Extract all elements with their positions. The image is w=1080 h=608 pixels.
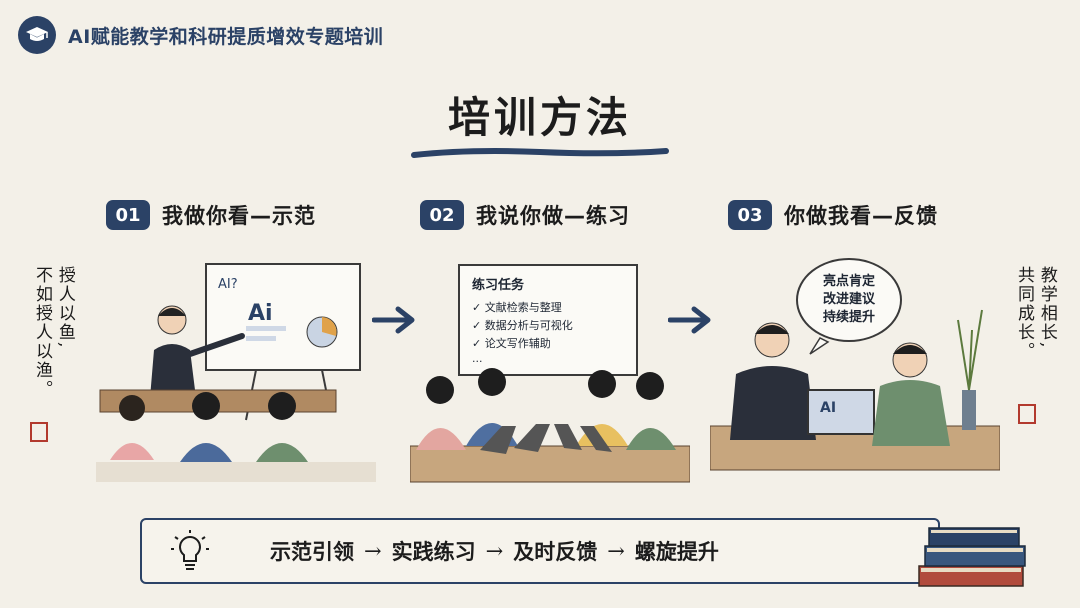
- teacher-student-scene: AI: [710, 309, 1000, 471]
- process-flow-box: 示范引领 → 实践练习 → 及时反馈 → 螺旋提升: [140, 518, 940, 584]
- demonstration-illustration: AI? Ai: [96, 263, 376, 482]
- graduation-cap-icon: [18, 16, 56, 54]
- right-quote: 教学相长, 共同成长。: [1012, 266, 1058, 361]
- step-3: 03 你做我看—反馈: [728, 200, 938, 230]
- lightbulb-icon: [171, 530, 209, 570]
- task-item: ✓ 论文写作辅助: [472, 337, 551, 350]
- books-illustration: [918, 527, 1026, 587]
- flow-arrow: →: [485, 539, 504, 563]
- bubble-line: 改进建议: [822, 292, 875, 307]
- step-number: 02: [420, 200, 464, 230]
- step-label: 你做我看—反馈: [784, 204, 938, 228]
- seal-stamp: [30, 422, 48, 442]
- step-number: 01: [106, 200, 150, 230]
- seal-stamp: [1018, 404, 1036, 424]
- process-flow: 示范引领 → 实践练习 → 及时反馈 → 螺旋提升: [270, 536, 719, 566]
- right-quote-line-1: 教学相长,: [1036, 266, 1057, 350]
- speech-bubble: 亮点肯定 改进建议 持续提升: [796, 258, 902, 342]
- flow-arrow: →: [607, 539, 625, 563]
- flow-step: 示范引领: [270, 539, 354, 564]
- right-arrow-icon: [668, 306, 711, 334]
- step-label: 我做你看—示范: [162, 204, 316, 228]
- students-with-laptops: [410, 368, 690, 483]
- bubble-line: 亮点肯定: [822, 274, 875, 289]
- step-2: 02 我说你做—练习: [420, 200, 630, 230]
- left-quote-line-1: 授人以鱼,: [54, 266, 75, 350]
- laptop-ai-text: AI: [820, 400, 836, 416]
- right-arrow-icon: [372, 306, 415, 334]
- task-item: ✓ 数据分析与可视化: [472, 319, 573, 332]
- task-board-title: 练习任务: [472, 278, 525, 293]
- left-quote-line-2: 不如授人以渔。: [31, 266, 52, 399]
- task-item: ✓ 文献检索与整理: [472, 301, 562, 314]
- flow-step: 螺旋提升: [634, 539, 719, 564]
- step-number: 03: [728, 200, 772, 230]
- flow-step: 及时反馈: [513, 539, 598, 564]
- task-board: 练习任务 ✓ 文献检索与整理 ✓ 数据分析与可视化 ✓ 论文写作辅助 ...: [458, 264, 638, 376]
- bubble-line: 持续提升: [822, 310, 875, 325]
- flow-arrow: →: [364, 539, 382, 563]
- flow-step: 实践练习: [391, 539, 476, 564]
- header-title: AI赋能教学和科研提质增效专题培训: [68, 25, 384, 48]
- page-title: 培训方法: [447, 93, 632, 142]
- feedback-illustration: 亮点肯定 改进建议 持续提升 AI: [710, 250, 1000, 490]
- board-ai-text: Ai: [248, 301, 273, 326]
- step-1: 01 我做你看—示范: [106, 200, 316, 230]
- title-underline: [411, 148, 669, 158]
- left-quote: 授人以鱼, 不如授人以渔。: [30, 266, 76, 399]
- task-ellipsis: ...: [472, 352, 483, 365]
- header: AI赋能教学和科研提质增效专题培训: [18, 16, 383, 54]
- right-quote-line-2: 共同成长。: [1013, 266, 1034, 361]
- step-label: 我说你做—练习: [476, 204, 630, 228]
- board-question-text: AI?: [218, 277, 238, 292]
- practice-illustration: 练习任务 ✓ 文献检索与整理 ✓ 数据分析与可视化 ✓ 论文写作辅助 ...: [410, 250, 690, 490]
